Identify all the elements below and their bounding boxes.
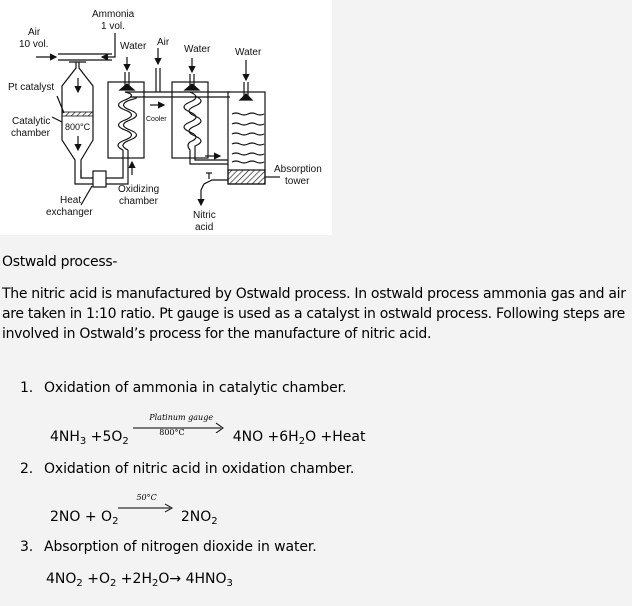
label-water-1: Water bbox=[120, 41, 147, 52]
label-water-3: Water bbox=[235, 47, 262, 58]
coil-1 bbox=[117, 91, 230, 151]
formula-text: 2NO bbox=[180, 509, 212, 525]
equation-1: 4NH3 +5O2 Platinum gauge 800°C 4NO +6H2O… bbox=[50, 413, 366, 447]
heat-exchanger bbox=[92, 170, 107, 188]
formula-text: O +Heat bbox=[305, 429, 366, 445]
formula-subscript: 3 bbox=[79, 436, 87, 447]
label-oxidizing-1: Oxidizing bbox=[118, 184, 159, 195]
label-temp: 800°C bbox=[65, 122, 91, 132]
step-3: 3. Absorption of nitrogen dioxide in wate… bbox=[20, 539, 317, 555]
label-water-2: Water bbox=[184, 44, 211, 55]
label-nitric-1: Nitric bbox=[193, 210, 216, 221]
label-absorption-1: Absorption bbox=[274, 164, 322, 175]
formula-subscript: 2 bbox=[298, 436, 306, 447]
formula-text: O bbox=[158, 571, 170, 587]
eq2-arrow: 50°C bbox=[118, 493, 176, 521]
step-1: 1. Oxidation of ammonia in catalytic cham… bbox=[20, 380, 346, 396]
label-heat-2: exchanger bbox=[46, 207, 93, 218]
equation-3: 4NO2 +O2 +2H2O→ 4HNO3 bbox=[46, 571, 233, 589]
label-absorption-2: tower bbox=[285, 176, 310, 187]
coil-2 bbox=[183, 91, 228, 165]
formula-text: 4NO +6H bbox=[232, 429, 299, 445]
diagram-svg: Ammonia 1 vol. Air 10 vol. Water Air Wat… bbox=[8, 9, 322, 233]
formula-text: +O bbox=[82, 571, 110, 587]
step-title: Absorption of nitrogen dioxide in water. bbox=[44, 539, 317, 555]
reaction-arrow-icon bbox=[133, 422, 225, 433]
label-catalytic-1: Catalytic bbox=[12, 116, 50, 127]
section-heading: Ostwald process- bbox=[2, 254, 118, 270]
formula-text: 2NO + O bbox=[50, 509, 113, 525]
eq3-rhs: 4HNO3 bbox=[181, 571, 233, 589]
step-number: 1. bbox=[20, 380, 34, 396]
label-ammonia-vol: 1 vol. bbox=[101, 21, 125, 32]
formula-text: 4NH bbox=[50, 429, 80, 445]
label-air: Air bbox=[28, 27, 41, 38]
label-catalytic-2: chamber bbox=[11, 128, 51, 139]
step-number: 2. bbox=[20, 461, 34, 477]
eq1-condition-top: Platinum gauge bbox=[149, 413, 214, 422]
formula-text: +5O bbox=[86, 429, 123, 445]
eq1-condition-bottom: 800°C bbox=[159, 428, 185, 437]
eq1-rhs: 4NO +6H2O +Heat bbox=[232, 429, 366, 447]
formula-text: +2H bbox=[116, 571, 152, 587]
eq3-arrow: → bbox=[169, 571, 182, 587]
eq3-lhs: 4NO2 +O2 +2H2O bbox=[46, 571, 170, 589]
eq2-condition-top: 50°C bbox=[136, 493, 157, 502]
formula-subscript: 2 bbox=[211, 516, 218, 527]
oxidizing-chamber bbox=[107, 81, 145, 159]
equation-2: 2NO + O2 50°C 2NO2 bbox=[50, 493, 218, 527]
label-pt-catalyst: Pt catalyst bbox=[8, 82, 54, 93]
step-number: 3. bbox=[20, 539, 34, 555]
eq2-lhs: 2NO + O2 bbox=[50, 509, 119, 527]
step-title: Oxidation of ammonia in catalytic chambe… bbox=[44, 380, 347, 396]
label-air-2: Air bbox=[157, 37, 170, 48]
eq1-lhs: 4NH3 +5O2 bbox=[50, 429, 129, 447]
formula-text: 4HNO bbox=[181, 571, 227, 587]
eq1-arrow: Platinum gauge 800°C bbox=[133, 413, 228, 441]
tap bbox=[200, 179, 228, 191]
reaction-arrow-icon bbox=[118, 503, 174, 513]
formula-subscript: 2 bbox=[109, 578, 117, 589]
formula-subscript: 2 bbox=[76, 578, 83, 589]
label-oxidizing-2: chamber bbox=[119, 196, 159, 207]
formula-subscript: 3 bbox=[226, 578, 233, 589]
eq2-rhs: 2NO2 bbox=[180, 509, 218, 527]
formula-subscript: 2 bbox=[112, 516, 119, 527]
formula-subscript: 2 bbox=[122, 436, 129, 447]
intro-paragraph: The nitric acid is manufactured by Ostwa… bbox=[2, 286, 626, 342]
label-air-vol: 10 vol. bbox=[19, 39, 48, 50]
ostwald-process-diagram: Ammonia 1 vol. Air 10 vol. Water Air Wat… bbox=[0, 0, 332, 235]
label-cooler: Cooler bbox=[146, 116, 167, 123]
ammonia-inlet-arrow bbox=[100, 33, 116, 61]
cooler bbox=[171, 81, 209, 159]
label-ammonia: Ammonia bbox=[92, 9, 135, 20]
formula-subscript: 2 bbox=[151, 578, 159, 589]
label-nitric-2: acid bbox=[195, 222, 213, 233]
step-title: Oxidation of nitric acid in oxidation ch… bbox=[44, 461, 355, 477]
label-heat-1: Heat bbox=[60, 195, 81, 206]
step-2: 2. Oxidation of nitric acid in oxidation … bbox=[20, 461, 354, 477]
formula-text: 4NO bbox=[46, 571, 77, 587]
